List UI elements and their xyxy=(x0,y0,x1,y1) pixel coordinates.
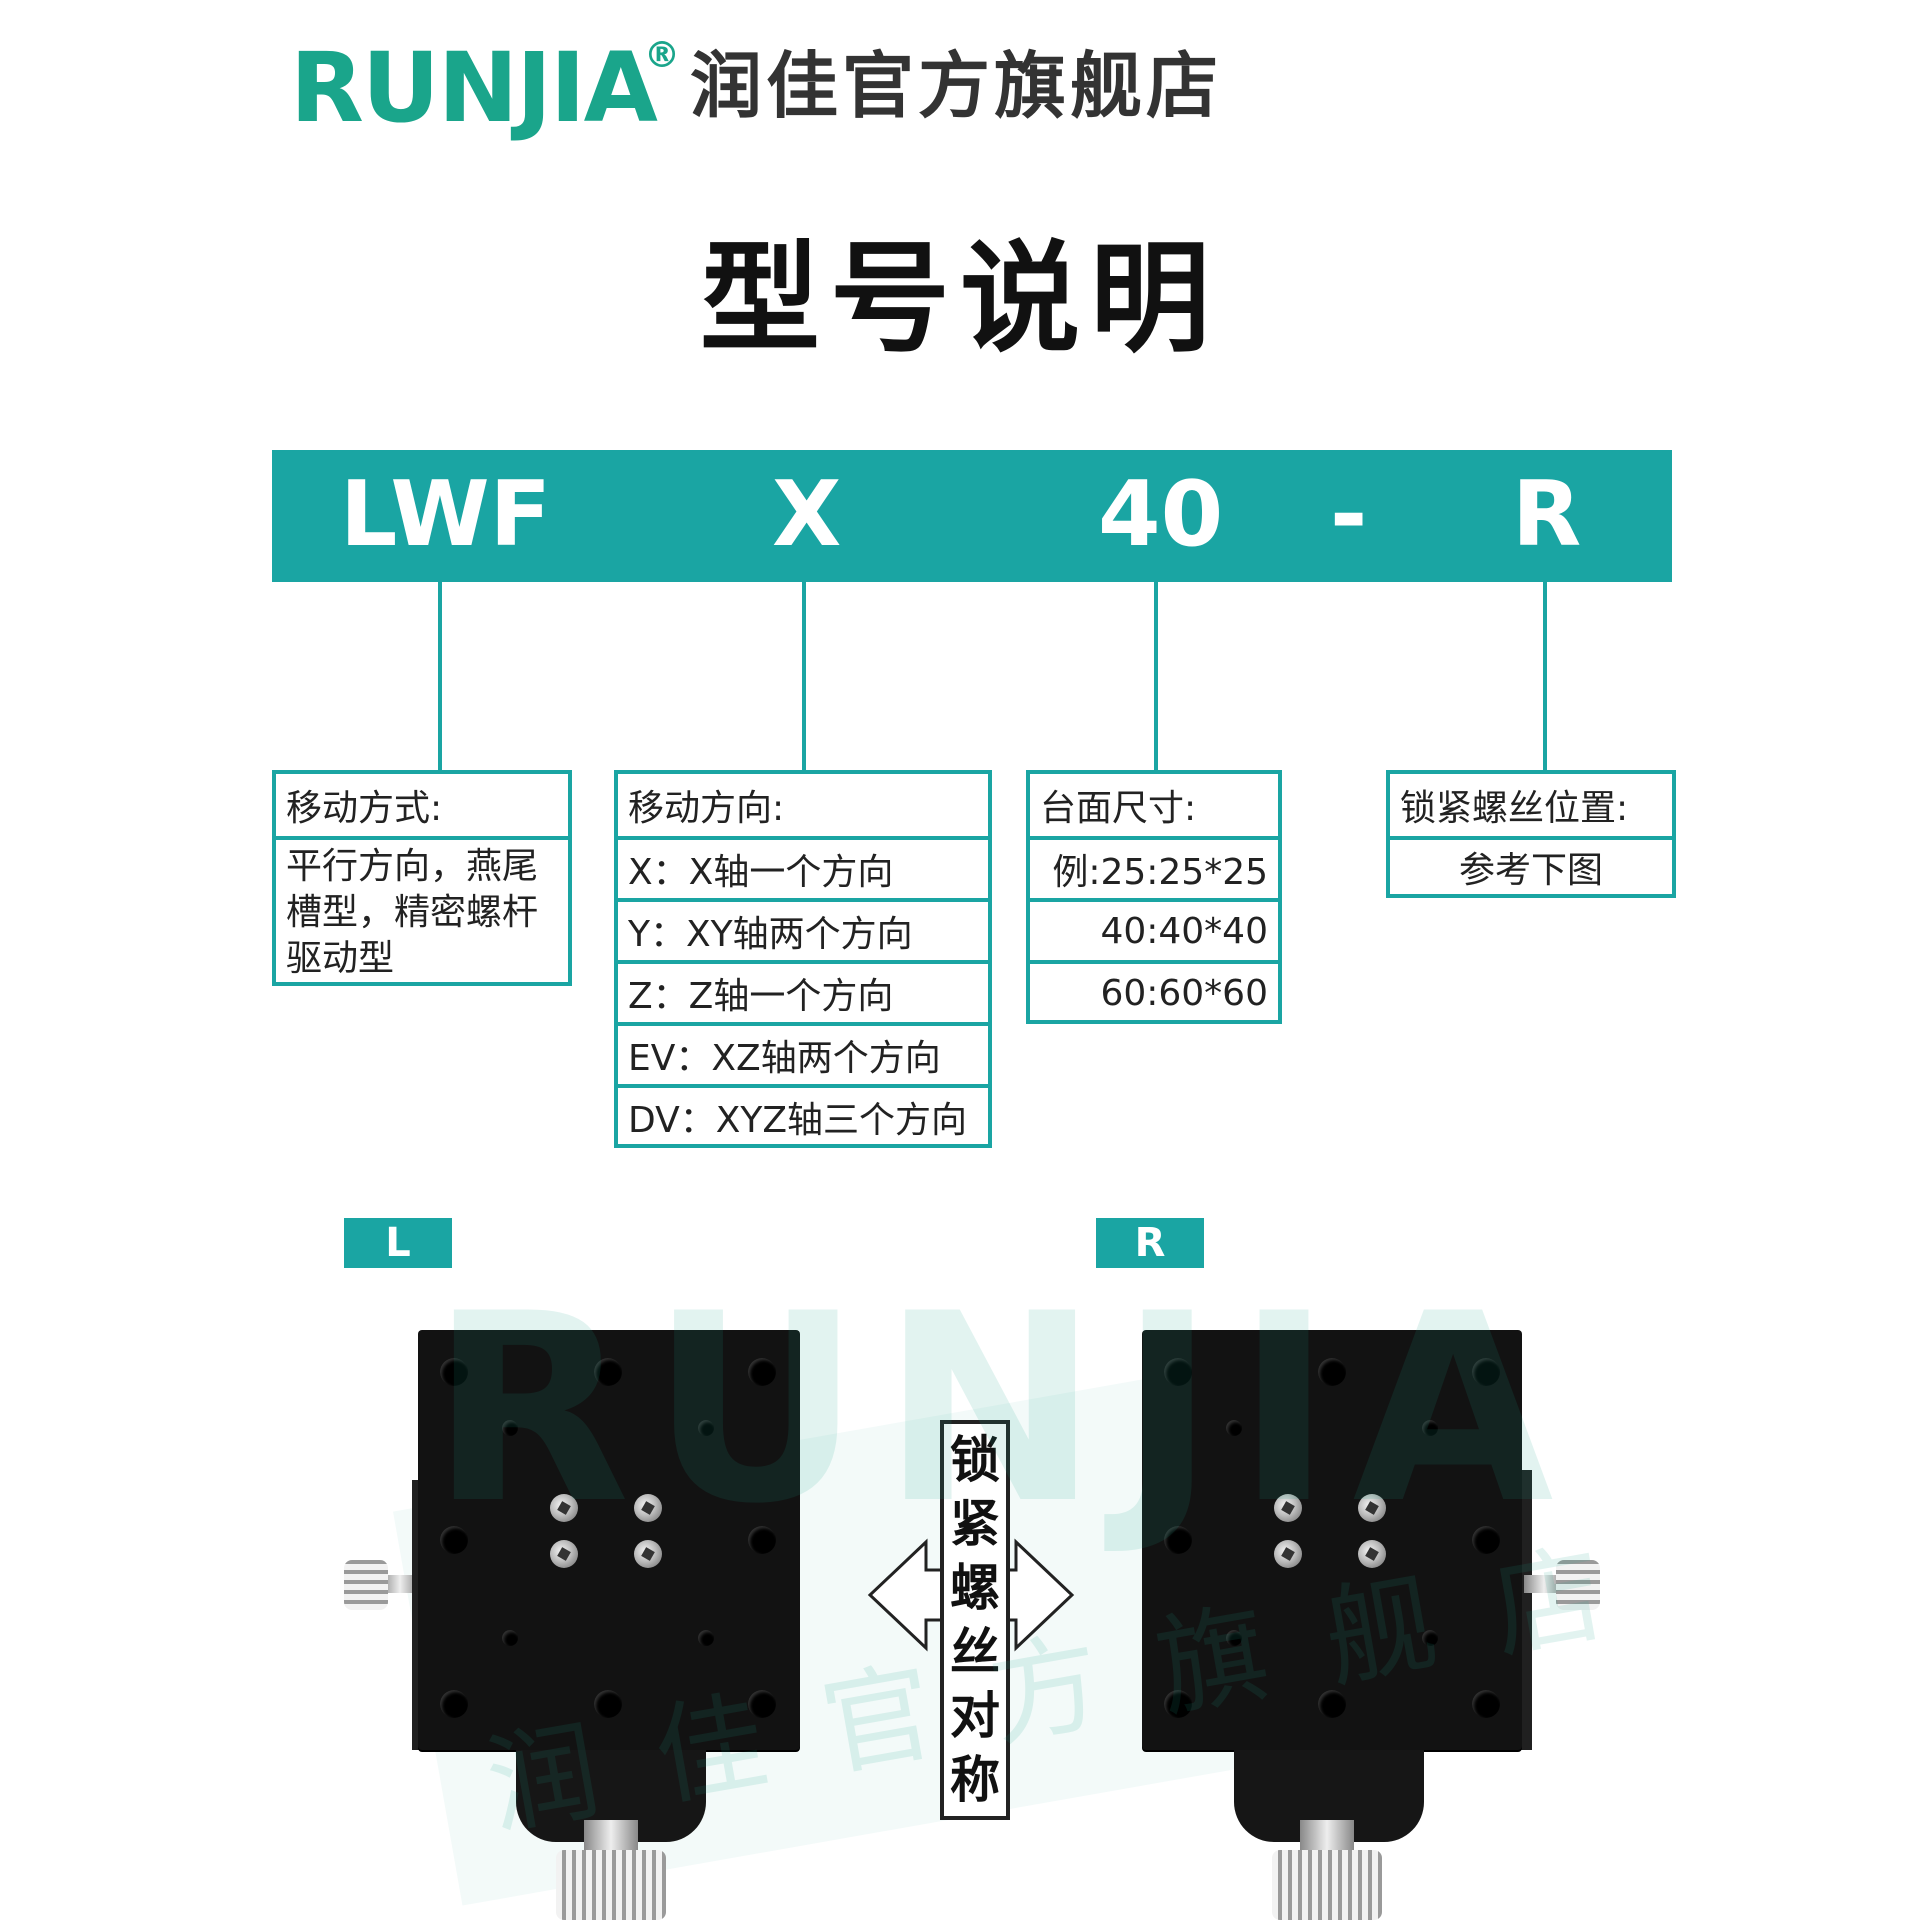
mode-description: 平行方向，燕尾槽型，精密螺杆驱动型 xyxy=(276,836,568,986)
connector-line-mode xyxy=(438,582,442,772)
direction-row: X：X轴一个方向 xyxy=(618,836,988,898)
side-knob xyxy=(344,1560,388,1610)
direction-box: 移动方向: X：X轴一个方向 Y：XY轴两个方向 Z：Z轴一个方向 EV：XZ轴… xyxy=(614,770,992,1148)
direction-row: EV：XZ轴两个方向 xyxy=(618,1022,988,1084)
direction-row: Y：XY轴两个方向 xyxy=(618,898,988,960)
connector-line-size xyxy=(1154,582,1158,772)
mode-header: 移动方式: xyxy=(286,788,443,829)
drive-knob xyxy=(556,1850,666,1920)
size-row: 例:25:25*25 xyxy=(1030,836,1278,898)
code-separator: - xyxy=(1330,462,1368,567)
model-code-bar xyxy=(272,450,1672,582)
watermark-logo: RUNJIA xyxy=(430,1259,1574,1561)
drive-knob xyxy=(1272,1850,1382,1920)
direction-row: Z：Z轴一个方向 xyxy=(618,960,988,1022)
code-part-40: 40 xyxy=(1098,462,1224,567)
brand-logo: RUNJIA xyxy=(290,32,658,144)
store-name: 润佳官方旗舰店 xyxy=(690,44,1223,128)
tag-right: R xyxy=(1096,1218,1204,1268)
size-box: 台面尺寸: 例:25:25*25 40:40*40 60:60*60 xyxy=(1026,770,1282,1024)
top-plate xyxy=(1142,1330,1522,1750)
symmetry-label: 锁紧螺丝对称 xyxy=(940,1420,1010,1820)
mode-box: 移动方式: 平行方向，燕尾槽型，精密螺杆驱动型 xyxy=(272,770,572,986)
code-part-r: R xyxy=(1512,462,1582,567)
page-title: 型号说明 xyxy=(700,230,1220,369)
connector-line-direction xyxy=(802,582,806,772)
lock-box: 锁紧螺丝位置: 参考下图 xyxy=(1386,770,1676,898)
top-plate xyxy=(418,1330,800,1750)
code-part-x: X xyxy=(772,462,842,567)
registered-mark: ® xyxy=(644,35,680,76)
stage-right xyxy=(1110,1320,1610,1920)
lock-row: 参考下图 xyxy=(1390,836,1672,894)
direction-row: DV：XYZ轴三个方向 xyxy=(618,1084,988,1146)
stage-left xyxy=(330,1320,830,1920)
code-part-lwf: LWF xyxy=(340,462,552,567)
lock-header: 锁紧螺丝位置: xyxy=(1400,788,1629,829)
connector-line-lock xyxy=(1543,582,1547,772)
tag-left: L xyxy=(344,1218,452,1268)
direction-header: 移动方向: xyxy=(628,788,785,829)
size-row: 40:40*40 xyxy=(1030,898,1278,960)
size-header: 台面尺寸: xyxy=(1040,788,1197,829)
side-knob xyxy=(1556,1560,1600,1610)
size-row: 60:60*60 xyxy=(1030,960,1278,1022)
